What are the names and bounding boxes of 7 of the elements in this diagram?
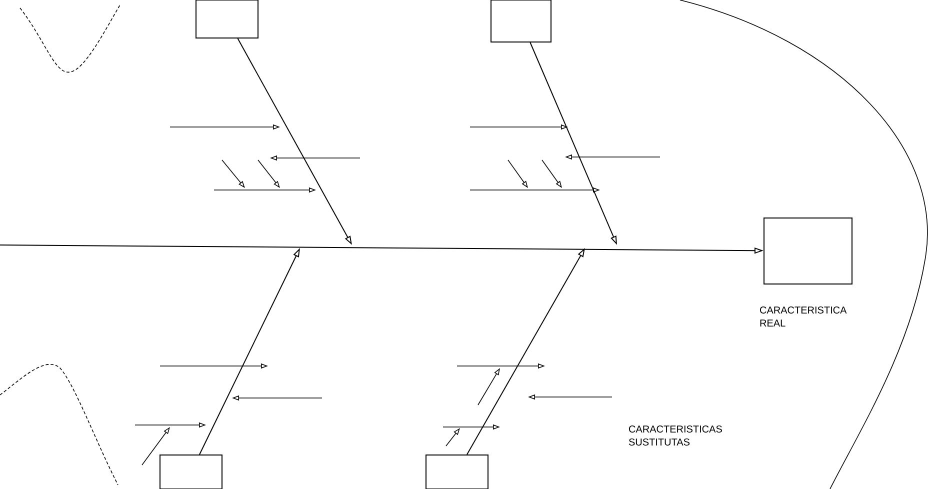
node-caption: CARACTERISTICA REAL [760, 306, 847, 326]
cause-box [196, 0, 258, 38]
cause-box [764, 218, 852, 284]
cause-box [160, 454, 222, 489]
annotation-text: CARACTERISTICAS SUSTITUTAS [628, 426, 722, 446]
cause-box [426, 454, 488, 489]
cause-box [490, 0, 552, 42]
